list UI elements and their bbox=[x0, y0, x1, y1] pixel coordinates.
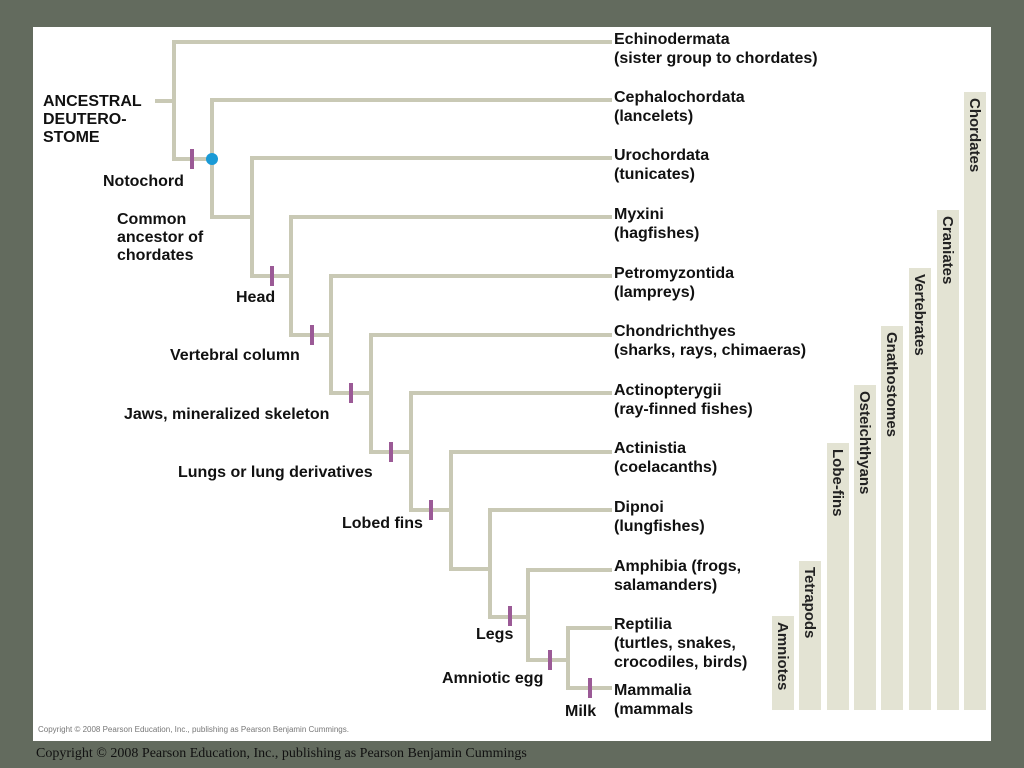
taxon-reptilia: Reptilia (turtles, snakes, crocodiles, b… bbox=[614, 615, 747, 672]
clade-label: Vertebrates bbox=[911, 274, 928, 356]
clade-bar-craniates: Craniates bbox=[937, 210, 959, 710]
branch-lobe-fins bbox=[409, 450, 453, 512]
taxon-name: Mammalia bbox=[614, 682, 692, 699]
taxon-chondrichthyes: Chondrichthyes (sharks, rays, chimaeras) bbox=[614, 322, 806, 360]
branch-cephalochordata bbox=[210, 98, 612, 161]
trait-common-ancestor: Common ancestor of chordates bbox=[117, 211, 203, 265]
taxon-amphibia: Amphibia (frogs, salamanders) bbox=[614, 557, 741, 595]
common-ancestor-line-3: chordates bbox=[117, 247, 194, 264]
trait-ticks bbox=[190, 149, 592, 698]
branch-tetrapods bbox=[488, 567, 530, 619]
taxon-desc: (lancelets) bbox=[614, 108, 694, 125]
taxon-desc: (sharks, rays, chimaeras) bbox=[614, 342, 807, 359]
taxon-name: Myxini bbox=[614, 206, 664, 223]
taxon-name: Chondrichthyes bbox=[614, 323, 736, 340]
taxon-desc: (coelacanths) bbox=[614, 459, 718, 476]
clade-label: Chordates bbox=[966, 98, 983, 173]
taxon-desc: (ray-finned fishes) bbox=[614, 401, 753, 418]
taxon-desc: (sister group to chordates) bbox=[614, 50, 818, 67]
taxon-mammalia: Mammalia (mammals bbox=[614, 681, 693, 719]
branch-olfactores bbox=[210, 157, 254, 219]
clade-bar-osteichthyans: Osteichthyans bbox=[854, 385, 876, 710]
branch-reptilia bbox=[566, 626, 612, 662]
clade-label: Craniates bbox=[939, 216, 956, 285]
trait-vertebral-column: Vertebral column bbox=[170, 347, 300, 364]
trait-legs: Legs bbox=[476, 626, 514, 643]
ancestral-deuterostome-label: ANCESTRAL DEUTERO- STOME bbox=[43, 93, 142, 147]
taxon-desc: (tunicates) bbox=[614, 166, 695, 183]
branch-vertebrates bbox=[289, 274, 333, 337]
branch-amniotes bbox=[526, 615, 570, 662]
trait-notochord: Notochord bbox=[103, 173, 184, 190]
branch-mammalia bbox=[566, 658, 612, 690]
taxon-name: Urochordata bbox=[614, 147, 710, 164]
taxon-name: Echinodermata bbox=[614, 31, 730, 48]
copyright-small: Copyright © 2008 Pearson Education, Inc.… bbox=[38, 725, 349, 734]
ancestral-line-2: DEUTERO- bbox=[43, 111, 127, 128]
taxon-actinistia: Actinistia (coelacanths) bbox=[614, 439, 717, 477]
trait-amniotic-egg: Amniotic egg bbox=[442, 670, 544, 687]
taxon-name: Cephalochordata bbox=[614, 89, 745, 106]
trait-milk: Milk bbox=[565, 703, 597, 720]
branch-myxini bbox=[289, 215, 612, 278]
taxon-echinodermata: Echinodermata (sister group to chordates… bbox=[614, 30, 818, 68]
clade-bar-lobe-fins: Lobe-fins bbox=[827, 443, 849, 710]
branch-chordates bbox=[172, 99, 214, 161]
branch-craniates bbox=[250, 215, 293, 278]
taxon-name: Amphibia (frogs, bbox=[614, 558, 742, 575]
clade-bar-amniotes: Amniotes bbox=[772, 616, 794, 710]
branch-osteichthyans bbox=[369, 391, 413, 454]
taxon-desc: (mammals bbox=[614, 701, 694, 718]
trait-lungs: Lungs or lung derivatives bbox=[178, 464, 373, 481]
branch-rhipidistia bbox=[449, 508, 492, 571]
clade-label: Gnathostomes bbox=[883, 332, 900, 438]
taxon-petromyzontida: Petromyzontida (lampreys) bbox=[614, 264, 734, 302]
clade-label: Lobe-fins bbox=[829, 449, 846, 517]
ancestral-line-3: STOME bbox=[43, 129, 100, 146]
trait-lobed-fins: Lobed fins bbox=[342, 515, 423, 532]
taxon-desc: (turtles, snakes, bbox=[614, 635, 736, 652]
taxon-actinopterygii: Actinopterygii (ray-finned fishes) bbox=[614, 381, 753, 419]
branch-dipnoi bbox=[488, 508, 612, 571]
clade-label: Amniotes bbox=[774, 622, 791, 691]
trait-jaws: Jaws, mineralized skeleton bbox=[124, 406, 330, 423]
clade-label: Osteichthyans bbox=[856, 391, 873, 495]
taxon-name: Petromyzontida bbox=[614, 265, 735, 282]
taxon-cephalochordata: Cephalochordata (lancelets) bbox=[614, 88, 745, 126]
clade-bar-vertebrates: Vertebrates bbox=[909, 268, 931, 710]
common-ancestor-line-1: Common bbox=[117, 211, 187, 228]
taxon-dipnoi: Dipnoi (lungfishes) bbox=[614, 498, 705, 536]
branch-petromyzontida bbox=[329, 274, 612, 337]
trait-head: Head bbox=[236, 289, 276, 306]
taxon-desc-2: crocodiles, birds) bbox=[614, 654, 748, 671]
taxon-name: Reptilia bbox=[614, 616, 672, 633]
taxon-myxini: Myxini (hagfishes) bbox=[614, 205, 699, 243]
taxon-name: Dipnoi bbox=[614, 499, 664, 516]
branch-gnathostomes bbox=[329, 333, 373, 395]
taxon-urochordata: Urochordata (tunicates) bbox=[614, 146, 709, 184]
taxon-desc: (hagfishes) bbox=[614, 225, 700, 242]
branch-actinistia bbox=[449, 450, 612, 512]
branch-actinopterygii bbox=[409, 391, 612, 454]
branch-chondrichthyes bbox=[369, 333, 612, 395]
common-ancestor-dot bbox=[206, 153, 218, 165]
taxon-name: Actinistia bbox=[614, 440, 687, 457]
clade-bar-gnathostomes: Gnathostomes bbox=[881, 326, 903, 710]
branch-amphibia bbox=[526, 568, 612, 619]
common-ancestor-line-2: ancestor of bbox=[117, 229, 204, 246]
copyright-footer: Copyright © 2008 Pearson Education, Inc.… bbox=[36, 746, 527, 761]
taxon-desc: salamanders) bbox=[614, 577, 718, 594]
taxon-desc: (lampreys) bbox=[614, 284, 695, 301]
clade-bar-chordates: Chordates bbox=[964, 92, 986, 710]
taxon-desc: (lungfishes) bbox=[614, 518, 705, 535]
clade-label: Tetrapods bbox=[801, 567, 818, 639]
branch-urochordata bbox=[250, 156, 612, 219]
clade-bar-tetrapods: Tetrapods bbox=[799, 561, 821, 710]
branch-echinodermata bbox=[172, 40, 612, 103]
ancestral-line-1: ANCESTRAL bbox=[43, 93, 142, 110]
tree-branches bbox=[155, 40, 612, 690]
taxon-name: Actinopterygii bbox=[614, 382, 722, 399]
